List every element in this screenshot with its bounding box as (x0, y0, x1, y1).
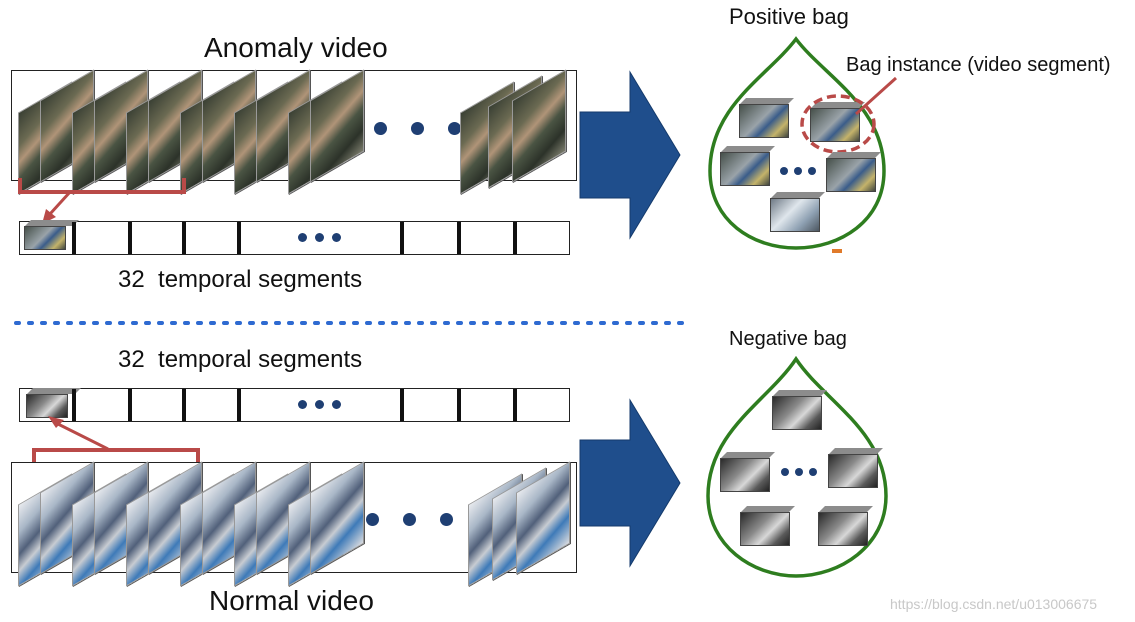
temporal-segments-bar-bottom (19, 388, 570, 422)
negative-bag-title: Negative bag (729, 328, 847, 350)
right-arrow-icon (579, 398, 681, 568)
bag-instance-cube (770, 198, 820, 232)
segment-bracket-bottom (32, 416, 200, 466)
segment-thumbnail (26, 394, 68, 418)
bag-instance-cube (828, 454, 878, 488)
video-frame (512, 69, 566, 183)
video-frame (516, 461, 570, 575)
watermark-text: https://blog.csdn.net/u013006675 (890, 596, 1098, 612)
video-frame (310, 461, 364, 575)
ellipsis-icon (298, 400, 341, 409)
temporal-segments-label-top: 32 temporal segments (118, 266, 363, 293)
bag-instance-cube (720, 152, 770, 186)
video-frame (310, 69, 364, 183)
bag-instance-cube (826, 158, 876, 192)
instance-pointer-line (854, 76, 898, 116)
bag-instance-cube (818, 512, 868, 546)
anomaly-video-title: Anomaly video (204, 32, 388, 63)
ellipsis-icon (781, 468, 817, 476)
bag-instance-cube (739, 104, 789, 138)
bag-instance-cube (720, 458, 770, 492)
separator-dotted-line (14, 321, 692, 325)
normal-video-title: Normal video (209, 585, 374, 616)
bag-instance-cube (772, 396, 822, 430)
ellipsis-icon (366, 513, 453, 526)
bag-instance-cube-highlighted (810, 108, 860, 142)
orange-mark (832, 249, 842, 253)
ellipsis-icon (780, 167, 816, 175)
segment-thumbnail (24, 226, 66, 250)
ellipsis-icon (374, 122, 461, 135)
positive-bag-title: Positive bag (729, 4, 849, 29)
positive-bag-drop-icon (708, 36, 886, 250)
ellipsis-icon (298, 233, 341, 242)
bag-instance-label: Bag instance (video segment) (846, 54, 1111, 76)
temporal-segments-label-bottom: 32 temporal segments (118, 346, 363, 373)
anomaly-video-strip (11, 69, 577, 195)
right-arrow-icon (579, 70, 681, 240)
temporal-segments-bar-top (19, 221, 570, 255)
normal-video-strip (11, 461, 577, 587)
bag-instance-cube (740, 512, 790, 546)
